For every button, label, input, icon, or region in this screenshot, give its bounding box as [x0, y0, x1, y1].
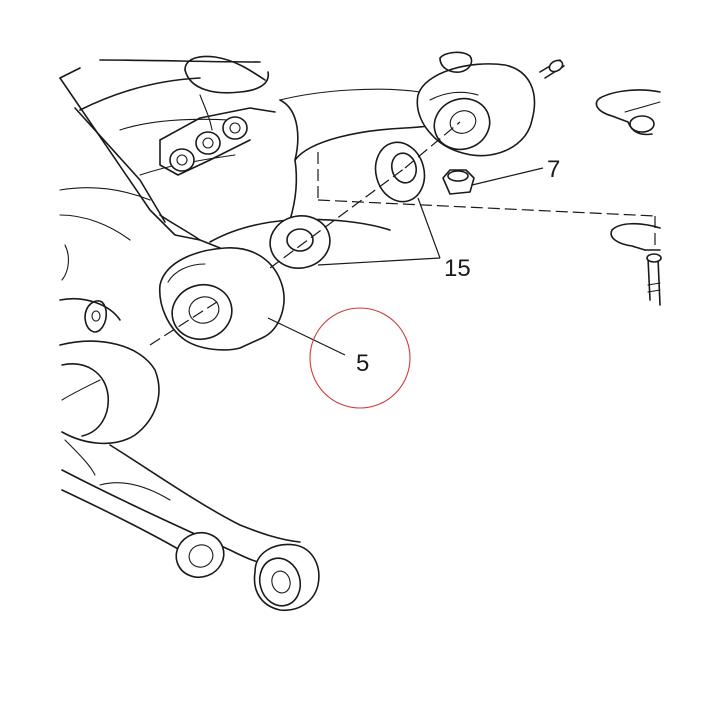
bolt-bracket: [159, 107, 276, 176]
callout-5: 5: [356, 350, 369, 377]
right-bracket-lower: [610, 222, 662, 306]
lower-pivot-boss: [158, 247, 285, 351]
assembly-centerlines: [149, 121, 656, 346]
upper-bolt: [539, 59, 565, 79]
lower-link-bushing-right: [253, 543, 320, 611]
upper-pivot-boss: [416, 51, 536, 157]
highlight-circle: [309, 307, 411, 409]
leader-lines: [267, 167, 544, 356]
callout-15: 15: [444, 255, 471, 282]
flange-nut: [442, 169, 475, 195]
lower-link-bushing-left: [175, 531, 225, 579]
right-bracket-upper: [595, 89, 661, 136]
callout-7: 7: [547, 156, 560, 183]
lower-bracket-casting: [59, 297, 160, 476]
frame-casting: [59, 55, 270, 281]
